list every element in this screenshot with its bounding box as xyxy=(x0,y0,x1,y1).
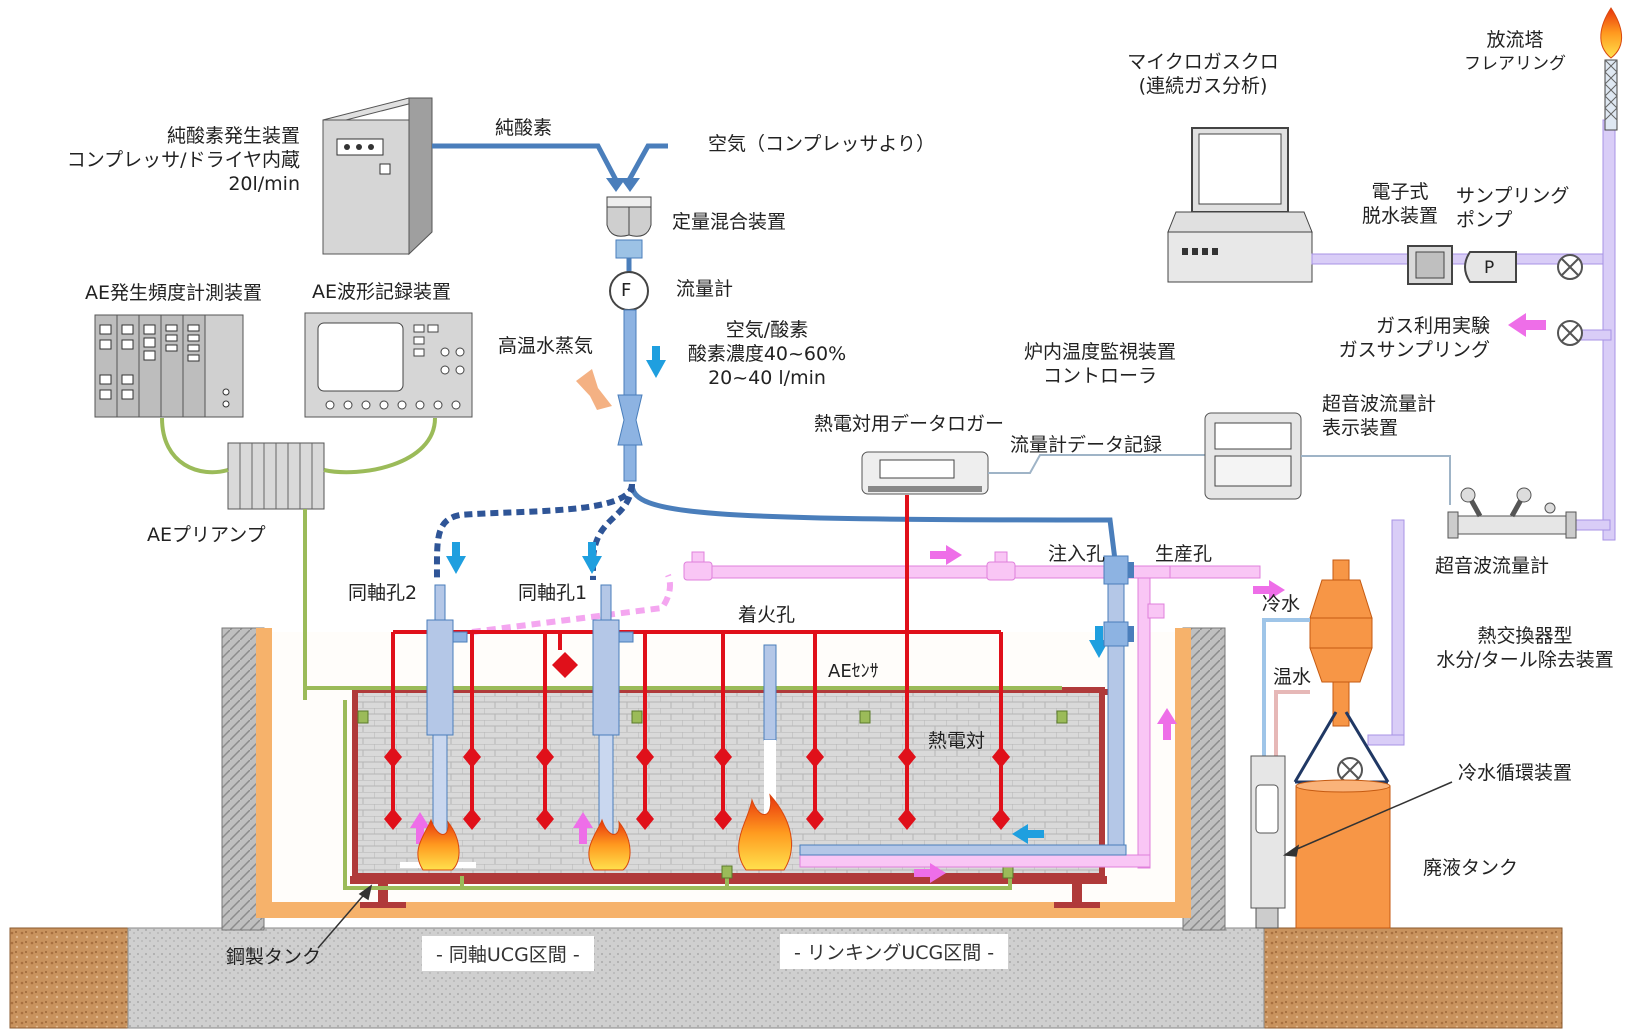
ultrasonic-flowmeter xyxy=(1447,487,1577,539)
production-hole-label: 生産孔 xyxy=(1155,543,1213,565)
pump-label: サンプリング ポンプ xyxy=(1456,184,1569,232)
oxygen-generator-label: 純酸素発生装置 コンプレッサ/ドライヤ内蔵 20l/min xyxy=(60,124,300,196)
ignition-hole-label: 着火孔 xyxy=(738,604,796,626)
ae-waveform-recorder xyxy=(304,312,473,418)
heat-exchanger xyxy=(1309,559,1373,727)
ground xyxy=(9,927,1563,1029)
ae-frequency-label: AE発生頻度計測装置 xyxy=(85,282,263,304)
dotted-supply-branches xyxy=(433,483,635,581)
thermo-logger-label: 熱電対用データロガー xyxy=(814,413,1005,435)
injection-production-wells xyxy=(799,555,1134,856)
warm-water-label: 温水 xyxy=(1273,666,1312,688)
micro-gc-label: マイクロガスクロ (連続ガス分析) xyxy=(1098,50,1308,98)
chiller-unit xyxy=(1250,755,1286,929)
mixer-label: 定量混合装置 xyxy=(672,211,787,233)
logger-cable xyxy=(988,454,1205,474)
product-gas-arrows xyxy=(410,545,1285,883)
ae-preamp xyxy=(227,442,325,510)
flowmeter-label: 流量計 xyxy=(676,278,734,300)
ultrasonic-display-label: 超音波流量計 表示装置 xyxy=(1322,392,1436,440)
furnace-monitor-subtitle: コントローラ xyxy=(1042,365,1157,387)
waste-tank xyxy=(1295,779,1391,929)
steam-label: 高温水蒸気 xyxy=(498,335,594,357)
furnace-monitor-label: 炉内温度監視装置 コントローラ xyxy=(1005,340,1195,388)
flare-stack xyxy=(1600,7,1622,131)
cold-water-label: 冷水 xyxy=(1262,593,1301,615)
micro-gc-title: マイクロガスクロ xyxy=(1127,51,1279,73)
coaxial1-label: 同軸孔1 xyxy=(518,582,588,604)
heat-exchanger-title: 熱交換器型 xyxy=(1477,625,1573,647)
gas-sampling-subtitle: ガスサンプリング xyxy=(1338,339,1490,361)
sampling-pump xyxy=(1464,251,1517,283)
oxygen-generator-detail: コンプレッサ/ドライヤ内蔵 xyxy=(66,149,300,171)
heat-exchanger-subtitle: 水分/タール除去装置 xyxy=(1436,649,1614,671)
steam-arrow xyxy=(576,369,612,410)
ultrasonic-cable xyxy=(1301,455,1451,505)
ultrasonic-display-title: 超音波流量計 xyxy=(1322,393,1437,415)
supply-arrowheads xyxy=(606,178,640,192)
ae-preamp-label: AEプリアンプ xyxy=(147,524,266,546)
gas-sampling-label: ガス利用実験 ガスサンプリング xyxy=(1290,314,1490,362)
air-compressor-label: 空気（コンプレッサより） xyxy=(708,133,936,155)
thermocouple-lines xyxy=(391,495,1003,820)
vertical-supply-pipe xyxy=(617,309,643,482)
chiller-label: 冷水循環装置 xyxy=(1458,762,1573,784)
gas-condition-label: 空気/酸素 酸素濃度40~60% 20~40 l/min xyxy=(672,318,862,390)
flow-arrow-supply xyxy=(646,346,666,378)
flare-subtitle: フレアリング xyxy=(1464,54,1566,74)
product-gas-line xyxy=(471,551,1261,869)
supply-line xyxy=(432,143,1118,561)
dehydrator-label: 電子式 脱水装置 xyxy=(1345,180,1455,228)
steel-tank-label: 鋼製タンク xyxy=(226,946,322,968)
dehydrator-subtitle: 脱水装置 xyxy=(1361,205,1438,227)
sampling-valves xyxy=(1337,254,1583,783)
heat-exchanger-label: 熱交換器型 水分/タール除去装置 xyxy=(1420,624,1630,672)
ae-sensors xyxy=(357,710,1068,879)
pump-title: サンプリング xyxy=(1456,185,1570,207)
dehydrator-unit xyxy=(1407,245,1453,285)
flow-record-label: 流量計データ記録 xyxy=(1010,434,1163,456)
mixer-unit xyxy=(606,196,652,259)
oxygen-generator-rate: 20l/min xyxy=(228,173,300,195)
callout-arrows xyxy=(317,781,1453,949)
ultrasonic-meter-label: 超音波流量計 xyxy=(1435,555,1550,577)
water-lines xyxy=(1262,618,1310,756)
pump-subtitle: ポンプ xyxy=(1456,209,1513,231)
thermocouple-label: 熱電対 xyxy=(928,730,986,752)
coaxial2-label: 同軸孔2 xyxy=(348,582,418,604)
ultrasonic-display-subtitle: 表示装置 xyxy=(1322,417,1399,439)
flames xyxy=(417,793,792,871)
micro-gc-subtitle: (連続ガス分析) xyxy=(1138,75,1268,97)
gas-condition-type: 空気/酸素 xyxy=(725,319,809,341)
pure-oxygen-label: 純酸素 xyxy=(495,117,553,139)
flare-title: 放流塔 xyxy=(1486,29,1544,51)
waste-tank-label: 廃液タンク xyxy=(1423,857,1519,879)
oxygen-generator-title: 純酸素発生装置 xyxy=(166,125,300,147)
oxygen-generator xyxy=(322,97,433,256)
thermocouple-points xyxy=(384,652,1010,830)
gas-condition-rate: 20~40 l/min xyxy=(708,367,826,389)
pump-symbol: P xyxy=(1484,258,1495,278)
furnace-monitor-title: 炉内温度監視装置 xyxy=(1023,341,1176,363)
dehydrator-title: 電子式 xyxy=(1371,181,1429,203)
ae-waveform-label: AE波形記録装置 xyxy=(312,281,452,303)
gas-sampling-title: ガス利用実験 xyxy=(1375,315,1490,337)
ultrasonic-display-unit xyxy=(1204,412,1302,500)
section-linking-label: - リンキングUCG区間 - xyxy=(780,934,1009,969)
section-coaxial-label: - 同軸UCG区間 - xyxy=(422,936,594,971)
coaxial-hole-1 xyxy=(592,584,634,846)
micro-gc-computer xyxy=(1167,127,1313,283)
ae-frequency-unit xyxy=(94,314,244,418)
ae-cables xyxy=(160,417,1062,890)
flowmeter-symbol: F xyxy=(621,280,632,301)
gas-condition-concentration: 酸素濃度40~60% xyxy=(687,343,847,365)
ae-sensor-label: AEｾﾝｻ xyxy=(828,661,879,682)
injection-hole-label: 注入孔 xyxy=(1048,543,1106,565)
thermo-data-logger xyxy=(861,451,989,495)
flare-label: 放流塔 フレアリング xyxy=(1450,28,1580,76)
